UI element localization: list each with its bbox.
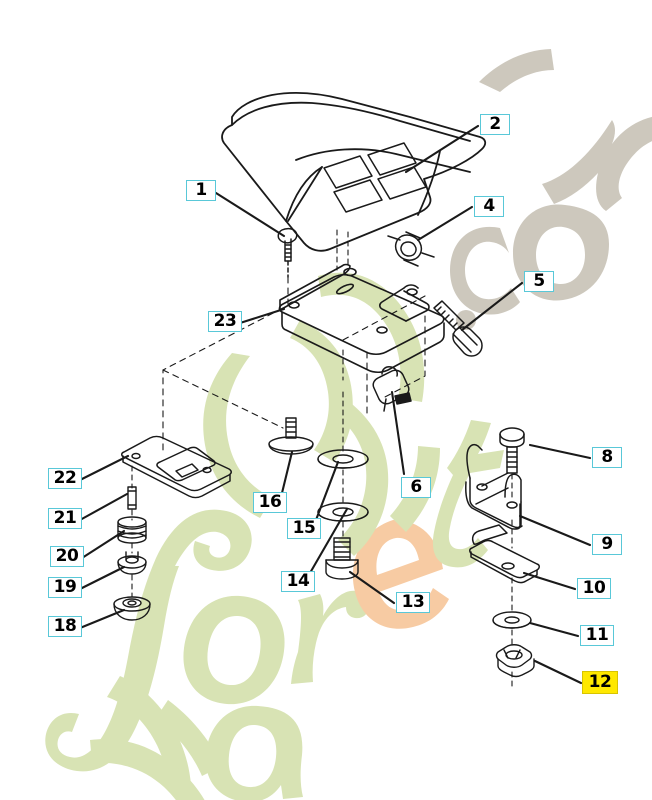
callout-label: 21 — [53, 508, 77, 528]
construction-lines — [162, 276, 426, 455]
leader-line-9 — [518, 514, 592, 547]
leader-line-15 — [314, 460, 340, 522]
callout-16[interactable]: 16 — [253, 492, 287, 513]
part-flat-washer-11 — [492, 611, 532, 629]
part-seat-support-plate — [278, 263, 445, 374]
leader-line-12 — [533, 659, 583, 685]
part-shoulder-bolt-washer — [268, 417, 314, 455]
axis-seat-post — [336, 229, 349, 271]
leader-line-5 — [460, 281, 524, 332]
callout-22[interactable]: 22 — [48, 468, 82, 489]
leader-line-18 — [78, 608, 126, 630]
callout-label: 16 — [258, 492, 282, 512]
leader-line-22 — [78, 454, 130, 482]
part-flat-washer-15 — [317, 449, 369, 469]
callout-6[interactable]: 6 — [401, 477, 431, 498]
leader-line-13 — [348, 570, 396, 605]
callout-11[interactable]: 11 — [580, 625, 614, 646]
part-spacer-sleeve — [127, 486, 137, 510]
callout-19[interactable]: 19 — [48, 577, 82, 598]
part-shoulder-screw — [277, 227, 298, 278]
callout-label: 5 — [533, 271, 545, 291]
callout-15[interactable]: 15 — [287, 518, 321, 539]
leader-line-20 — [80, 529, 126, 560]
callout-10[interactable]: 10 — [577, 578, 611, 599]
callout-label: 12 — [588, 672, 612, 692]
callout-label: 14 — [286, 571, 310, 591]
callout-label: 22 — [53, 468, 77, 488]
callout-label: 4 — [483, 196, 495, 216]
part-seat-pan — [221, 92, 487, 252]
callout-label: 10 — [582, 578, 606, 598]
part-hex-head-bolt-8 — [499, 427, 525, 474]
callout-label: 1 — [195, 180, 207, 200]
leader-line-10 — [522, 571, 577, 591]
leader-line-16 — [280, 450, 294, 495]
watermark-layer — [45, 49, 652, 800]
leader-line-11 — [528, 621, 580, 638]
callout-8[interactable]: 8 — [592, 447, 622, 468]
callout-label: 9 — [601, 534, 613, 554]
part-hex-flange-bolt — [433, 300, 483, 357]
artwork-layer — [113, 92, 540, 691]
leader-line-2 — [404, 124, 480, 174]
leader-line-23 — [238, 307, 286, 325]
callout-20[interactable]: 20 — [50, 546, 84, 567]
callout-9[interactable]: 9 — [592, 534, 622, 555]
part-lock-nut-12 — [495, 644, 535, 678]
callout-13[interactable]: 13 — [396, 592, 430, 613]
callout-label: 6 — [410, 477, 422, 497]
callout-1[interactable]: 1 — [186, 180, 216, 201]
part-latch-plate-10 — [469, 524, 540, 584]
callout-18[interactable]: 18 — [48, 616, 82, 637]
callout-label: 20 — [55, 546, 79, 566]
leader-line-21 — [78, 492, 129, 522]
part-hex-bolt-13 — [325, 537, 359, 580]
callout-label: 13 — [401, 592, 425, 612]
leader-line-8 — [528, 443, 592, 460]
callout-label: 15 — [292, 518, 316, 538]
part-compression-spring — [117, 516, 147, 544]
leader-lines — [78, 124, 592, 685]
callout-4[interactable]: 4 — [474, 196, 504, 217]
part-switch-bracket — [121, 435, 232, 499]
callout-23[interactable]: 23 — [208, 311, 242, 332]
callout-label: 2 — [489, 114, 501, 134]
callout-label: 23 — [213, 311, 237, 331]
leader-line-6 — [390, 390, 406, 476]
callout-2[interactable]: 2 — [480, 114, 510, 135]
part-mounting-bracket-9 — [465, 443, 523, 530]
callout-label: 11 — [585, 625, 609, 645]
callout-label: 18 — [53, 616, 77, 636]
callout-21[interactable]: 21 — [48, 508, 82, 529]
callout-label: 8 — [601, 447, 613, 467]
callout-5[interactable]: 5 — [524, 271, 554, 292]
leader-line-4 — [416, 205, 474, 242]
callout-14[interactable]: 14 — [281, 571, 315, 592]
part-cable-clamp — [372, 366, 412, 412]
part-bushing — [117, 551, 147, 575]
leader-line-1 — [214, 191, 286, 238]
leader-line-19 — [78, 565, 126, 591]
leader-line-14 — [308, 507, 349, 575]
part-flange-nut — [387, 231, 435, 267]
callout-12[interactable]: 12 — [583, 672, 617, 693]
callout-label: 19 — [53, 577, 77, 597]
